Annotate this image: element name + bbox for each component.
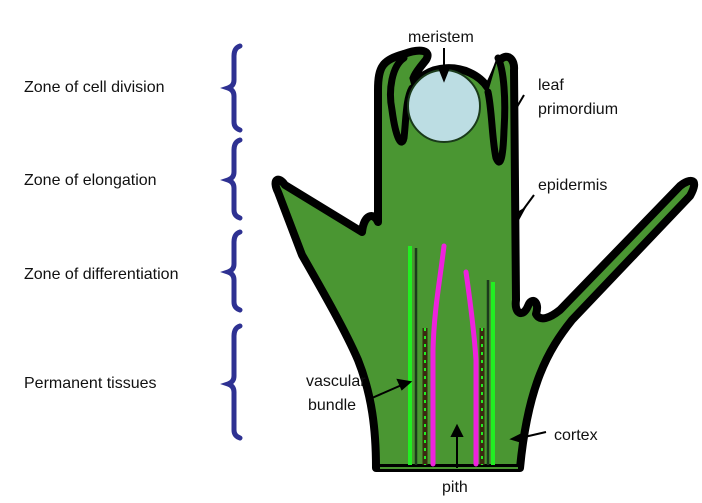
bracket-permanent-tissues bbox=[220, 323, 243, 441]
bracket-differentiation bbox=[220, 229, 243, 313]
pith-boundary-left bbox=[430, 243, 447, 467]
label-leaf-primordium-line2: primordium bbox=[538, 101, 618, 118]
pith-boundary-right bbox=[463, 269, 479, 467]
pith-arrowhead bbox=[450, 423, 464, 437]
cortex-arrowhead bbox=[509, 432, 523, 444]
label-pith: pith bbox=[442, 479, 468, 496]
shoot-body bbox=[271, 46, 699, 472]
epidermis-arrowhead bbox=[514, 206, 527, 223]
bracket-cell-division bbox=[220, 43, 243, 133]
cortex-pointer bbox=[519, 431, 547, 439]
leaf-primordium-right bbox=[484, 54, 509, 166]
label-cortex: cortex bbox=[554, 427, 598, 444]
leaf-primordium-left bbox=[387, 54, 416, 146]
zone-label-differentiation: Zone of differentiation bbox=[24, 266, 178, 283]
label-vascular-bundle-line2: bundle bbox=[308, 397, 356, 414]
vascular-bundle-arrowhead bbox=[396, 378, 413, 391]
zone-label-permanent-tissues: Permanent tissues bbox=[24, 375, 157, 392]
label-vascular-bundle-line1: vascular bbox=[306, 373, 366, 390]
bracket-elongation bbox=[220, 137, 243, 221]
label-epidermis: epidermis bbox=[538, 177, 607, 194]
zone-label-cell-division: Zone of cell division bbox=[24, 79, 165, 96]
label-leaf-primordium-line1: leaf bbox=[538, 77, 564, 94]
zone-label-elongation: Zone of elongation bbox=[24, 172, 157, 189]
vascular-bundle-right bbox=[479, 280, 495, 465]
vascular-bundle-left bbox=[408, 246, 428, 465]
meristem-arrowhead bbox=[438, 69, 450, 83]
vascular-bundle-pointer bbox=[371, 383, 405, 399]
label-meristem: meristem bbox=[408, 29, 474, 46]
leaf-primordium-pointer bbox=[513, 94, 525, 113]
